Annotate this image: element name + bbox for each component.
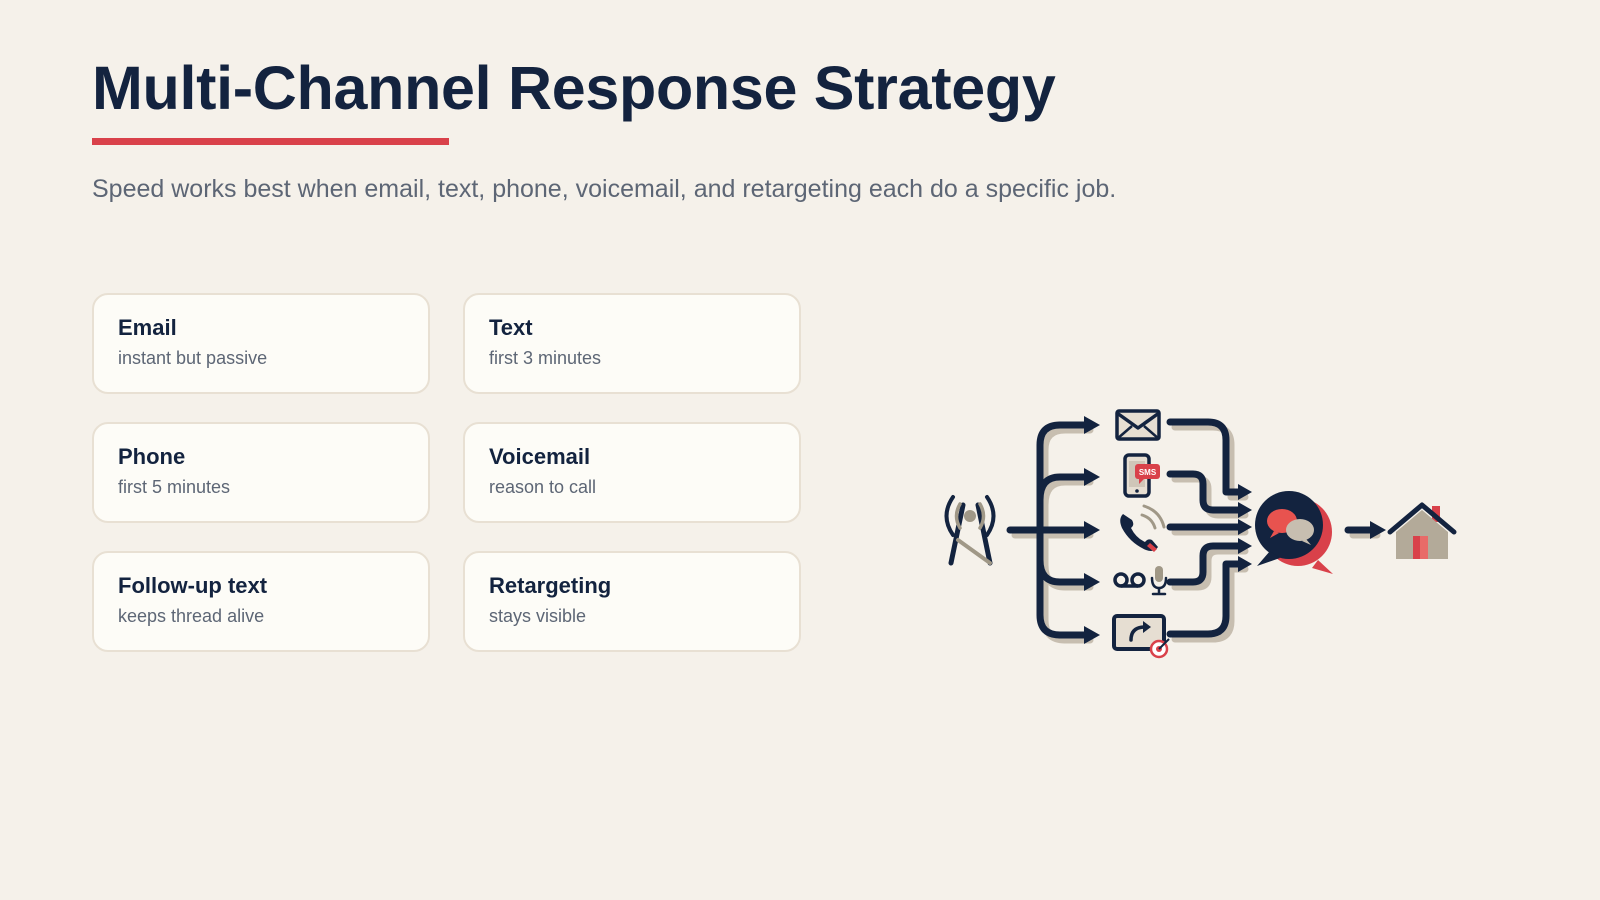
channel-card-desc: keeps thread alive	[118, 606, 265, 626]
broadcast-tower-icon	[944, 495, 996, 566]
flow-arrowheads	[1084, 416, 1386, 644]
channel-card-follow-up-text: Follow-up text keeps thread alive	[92, 551, 430, 652]
flow-lines	[1006, 418, 1376, 639]
channel-card-title: Text	[489, 315, 533, 340]
title-underline	[92, 138, 449, 145]
channel-card-email: Email instant but passive	[92, 293, 430, 394]
page-title: Multi-Channel Response Strategy	[92, 54, 1056, 122]
page-subtitle: Speed works best when email, text, phone…	[92, 175, 1117, 203]
sms-badge-label: SMS	[1139, 468, 1157, 477]
house-icon	[1387, 502, 1457, 559]
channel-card-title: Email	[118, 315, 177, 340]
chat-bubbles-icon	[1255, 491, 1333, 574]
channel-card-retargeting: Retargeting stays visible	[463, 551, 801, 652]
retarget-screen-icon	[1112, 614, 1170, 659]
channel-card-title: Voicemail	[489, 444, 591, 469]
phone-call-icon	[1120, 504, 1166, 552]
sms-phone-icon: SMS	[1123, 453, 1160, 498]
channel-card-desc: stays visible	[489, 606, 587, 626]
channel-card-phone: Phone first 5 minutes	[92, 422, 430, 523]
channel-card-desc: first 3 minutes	[489, 348, 602, 368]
channel-flow-diagram: SMS	[944, 409, 1457, 659]
channel-card-title: Phone	[118, 444, 186, 469]
channel-cards: Email instant but passive Text first 3 m…	[92, 293, 801, 652]
channel-card-voicemail: Voicemail reason to call	[463, 422, 801, 523]
channel-card-title: Follow-up text	[118, 573, 268, 598]
channel-card-desc: reason to call	[489, 477, 597, 497]
channel-card-desc: instant but passive	[118, 348, 268, 368]
voicemail-mic-icon	[1113, 566, 1168, 596]
channel-card-text: Text first 3 minutes	[463, 293, 801, 394]
envelope-icon	[1115, 409, 1161, 441]
channel-card-title: Retargeting	[489, 573, 612, 598]
channel-card-desc: first 5 minutes	[118, 477, 231, 497]
